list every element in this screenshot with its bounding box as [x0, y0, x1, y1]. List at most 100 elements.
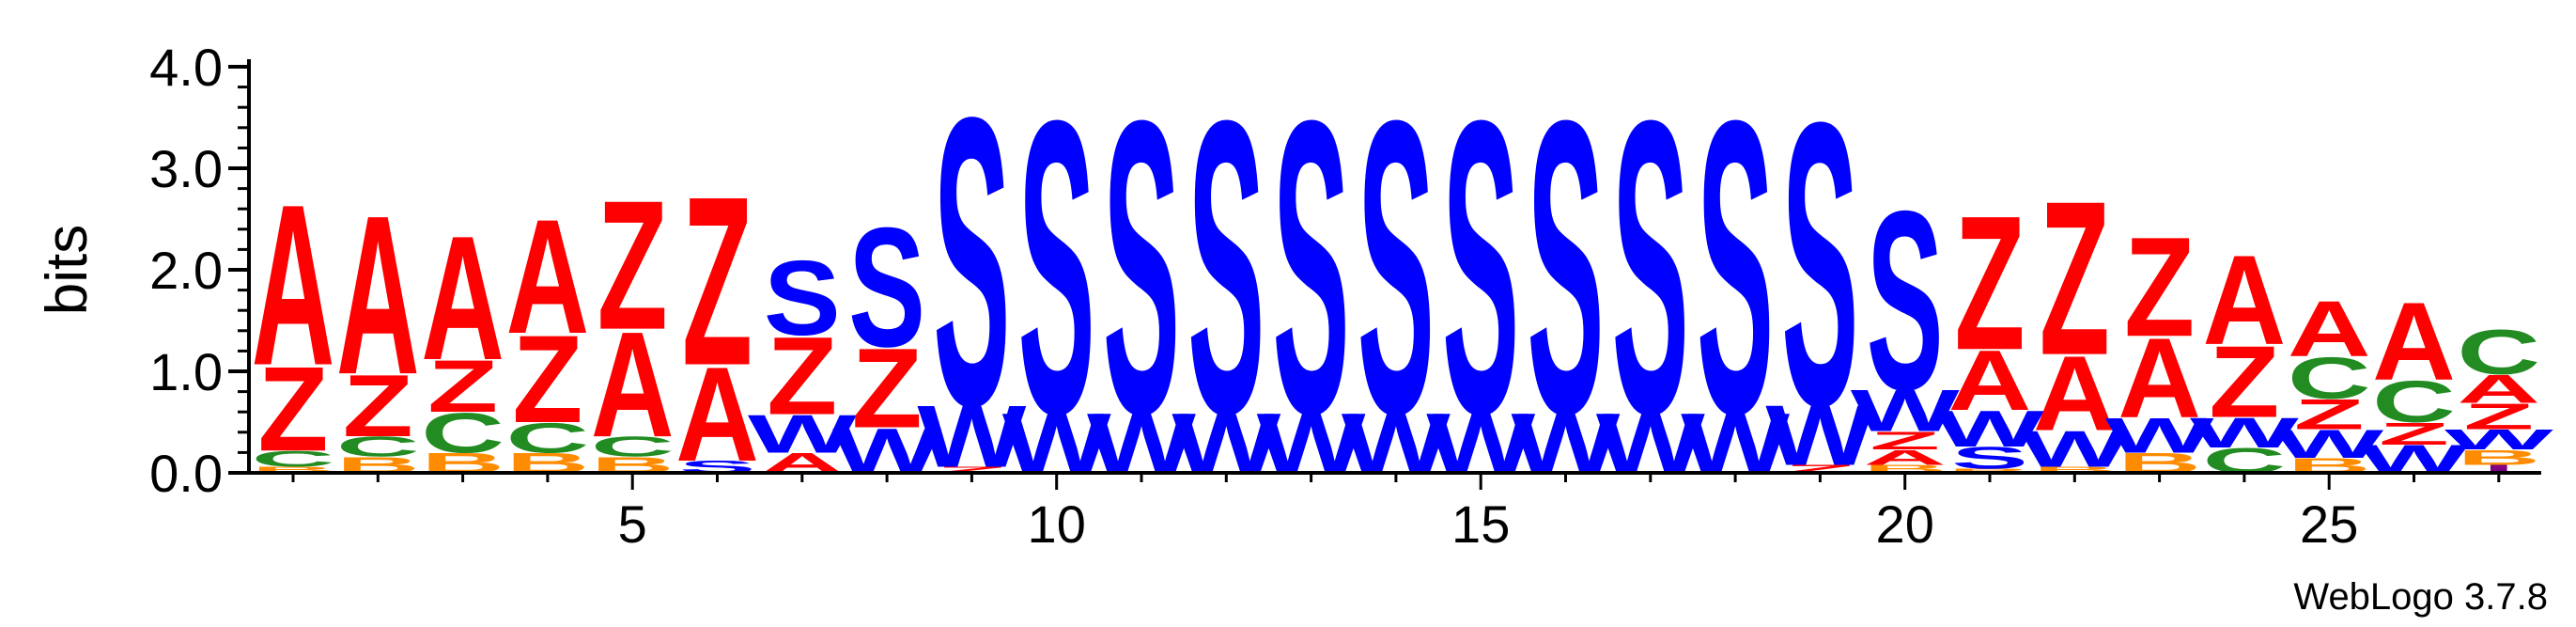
letter-Z-pos-22: Z — [2040, 155, 2110, 401]
letter-S-pos-10: S — [1018, 35, 1095, 501]
x-tick-label: 20 — [1876, 494, 1934, 554]
stack-position-11: WS — [1087, 35, 1196, 501]
letter-W-pos-27: W — [2444, 424, 2554, 456]
stack-position-8: WZS — [832, 192, 941, 487]
letter-C-pos-1: C — [252, 447, 335, 472]
letter-A-pos-21: A — [1948, 333, 2032, 428]
letter-C-pos-27: C — [2457, 317, 2540, 388]
stack-position-13: WS — [1257, 35, 1366, 501]
letter-A-pos-26: A — [2372, 280, 2456, 403]
letter-Z-pos-4: Z — [512, 310, 582, 449]
letter-A-pos-1: A — [252, 156, 335, 413]
letter-Z-pos-1: Z — [257, 341, 328, 477]
x-tick-label: 10 — [1028, 494, 1086, 554]
letter-Z-pos-2: Z — [343, 357, 413, 456]
letter-Z-pos-27: Z — [2463, 396, 2534, 437]
stack-position-14: WS — [1342, 35, 1451, 501]
letter-A-pos-4: A — [506, 185, 590, 368]
letter-B-pos-27: B — [2457, 446, 2540, 469]
stack-position-9: ZWS — [917, 33, 1026, 493]
letter-S-pos-17: S — [1612, 35, 1689, 501]
y-axis-label: bits — [35, 225, 100, 315]
letter-Z-pos-8: Z — [852, 324, 923, 451]
letter-B-pos-1: B — [252, 465, 335, 475]
letter-C-pos-25: C — [2288, 345, 2371, 412]
letter-S-pos-14: S — [1358, 35, 1435, 501]
letter-C-pos-3: C — [421, 401, 504, 465]
letter-S-pos-16: S — [1528, 35, 1605, 501]
letter-W-pos-7: W — [748, 404, 858, 464]
letter-S-pos-19: S — [1781, 39, 1858, 490]
letter-S-pos-20: S — [1867, 157, 1944, 443]
stack-position-10: WS — [1002, 35, 1111, 501]
x-tick-label: 5 — [618, 494, 647, 554]
letter-S-pos-21: S — [1951, 441, 2028, 476]
letter-Z-pos-20: Z — [1870, 426, 1940, 455]
letter-Z-pos-3: Z — [427, 345, 498, 428]
letter-C-pos-4: C — [506, 414, 590, 462]
letter-A-pos-20: A — [1863, 446, 1947, 469]
letter-B-pos-21: B — [1948, 468, 2032, 475]
letter-S-pos-9: S — [933, 33, 1010, 493]
letter-Z-pos-6: Z — [682, 146, 753, 415]
letter-C-pos-26: C — [2372, 368, 2456, 435]
y-tick-label: 3.0 — [149, 139, 223, 198]
y-tick-label: 4.0 — [149, 38, 223, 97]
letter-Z-pos-21: Z — [1954, 176, 2025, 390]
letter-stacks: BCZABCZABCZABCZABCAZSAZAWZSWZSZWSWSWSWSW… — [252, 33, 2554, 502]
y-tick-label: 0.0 — [149, 444, 223, 503]
letter-C-pos-2: C — [336, 431, 420, 462]
letter-A-pos-25: A — [2288, 285, 2371, 373]
letter-B-pos-22: B — [2033, 465, 2117, 475]
letter-S-pos-15: S — [1442, 35, 1519, 501]
letter-A-pos-23: A — [2118, 315, 2201, 442]
x-tick-label: 25 — [2300, 494, 2358, 554]
letter-W-pos-20: W — [1851, 378, 1961, 445]
letter-Z-pos-9: Z — [937, 465, 1007, 475]
letter-S-pos-12: S — [1187, 35, 1265, 501]
letter-W-pos-25: W — [2274, 422, 2383, 466]
letter-W-pos-9: W — [917, 388, 1026, 487]
weblogo-credit: WebLogo 3.7.8 — [2293, 576, 2548, 618]
letter-C-pos-5: C — [591, 431, 675, 462]
letter-Z-pos-23: Z — [2124, 208, 2195, 367]
letter-W-pos-23: W — [2105, 408, 2215, 463]
x-tick-label: 15 — [1451, 494, 1510, 554]
letter-A-pos-22: A — [2033, 335, 2117, 453]
y-tick-label: 1.0 — [149, 342, 223, 401]
x-axis-ticks: 5 10 15 20 25 — [291, 473, 2501, 554]
letter-S-pos-8: S — [848, 192, 925, 382]
letter-S-pos-18: S — [1697, 35, 1774, 501]
letter-Z-pos-25: Z — [2294, 391, 2365, 439]
letter-Z-pos-26: Z — [2379, 416, 2449, 451]
letter-Z-pos-7: Z — [767, 315, 837, 438]
stack-position-19: ZWS — [1765, 39, 1874, 490]
letter-A-pos-24: A — [2203, 229, 2287, 371]
y-tick-label: 2.0 — [149, 241, 223, 300]
letter-W-pos-21: W — [1935, 400, 2044, 458]
letter-W-pos-22: W — [2020, 421, 2129, 478]
letter-S-pos-13: S — [1273, 35, 1350, 501]
letter-A-pos-3: A — [421, 198, 504, 397]
stack-position-18: WS — [1681, 35, 1790, 501]
y-axis-ticks: 0.0 1.0 2.0 3.0 4.0 — [149, 38, 249, 503]
letter-W-pos-24: W — [2190, 409, 2300, 457]
letter-A-pos-6: A — [675, 339, 759, 490]
axes: 0.0 1.0 2.0 3.0 4.0 5 10 15 20 25 bits — [35, 38, 2541, 554]
letter-Z-pos-5: Z — [597, 162, 668, 368]
letter-A-pos-5: A — [591, 302, 675, 469]
letter-W-pos-19: W — [1765, 387, 1874, 482]
letter-A-pos-2: A — [336, 168, 420, 422]
